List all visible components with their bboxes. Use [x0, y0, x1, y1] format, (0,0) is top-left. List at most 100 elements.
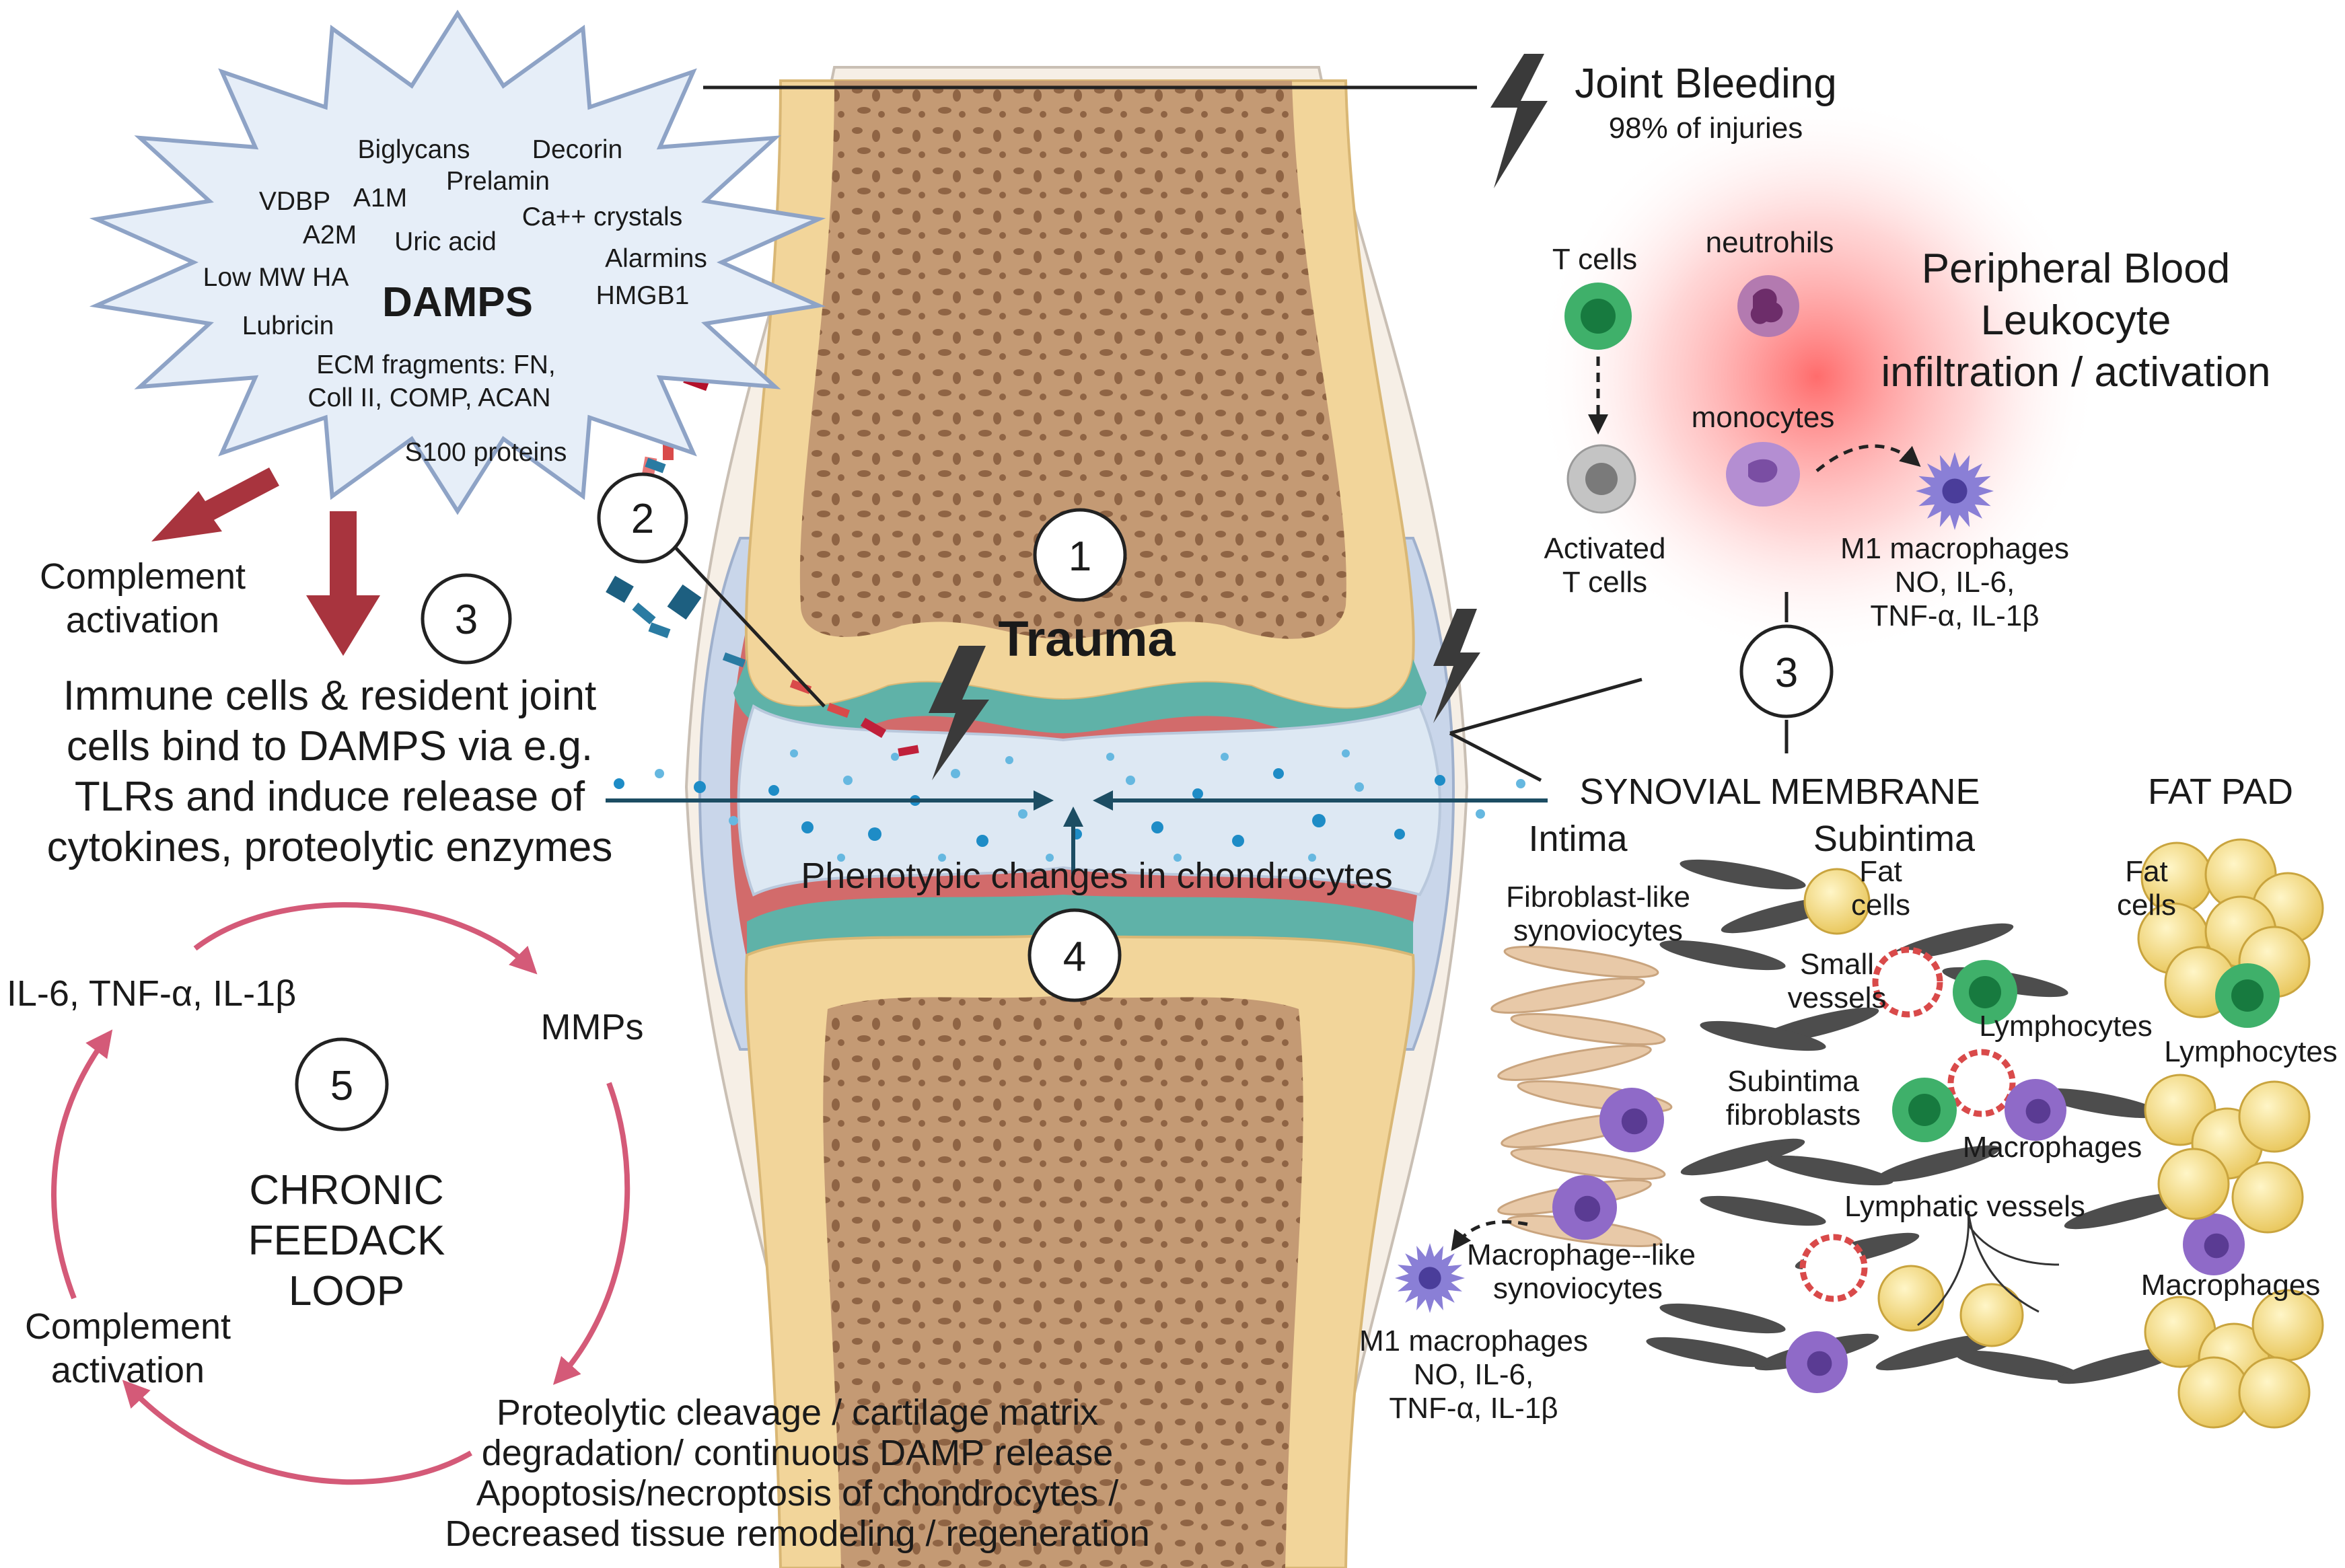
- connector-synovium-bottom: [1449, 731, 1542, 782]
- fluid-dot: [801, 821, 814, 833]
- macrophage-like-label: synoviocytes: [1493, 1272, 1663, 1305]
- fat-pad-cell: [2238, 1356, 2311, 1429]
- m1-macrophage-icon: [1916, 452, 1994, 530]
- loop-proteolytic: Decreased tissue remodeling / regenerati…: [445, 1514, 1150, 1554]
- fluid-dot: [1232, 835, 1244, 847]
- damps-item: VDBP: [259, 187, 330, 216]
- fibroblast-like-synoviocyte: [1503, 945, 1659, 979]
- subintima-fibroblast: [1875, 1333, 2000, 1371]
- m1-label: TNF-α, IL-1β: [1870, 599, 2039, 632]
- neutrophil-icon: [1737, 275, 1799, 337]
- damps-item: S100 proteins: [405, 438, 567, 467]
- damps-title: DAMPS: [382, 279, 533, 326]
- subintima-label: Subintima: [1813, 819, 1976, 859]
- small-vessel: [1872, 946, 1943, 1018]
- fluid-dot: [1046, 854, 1054, 862]
- synovial-title: SYNOVIAL MEMBRANE: [1579, 772, 1980, 812]
- knee-joint: [684, 66, 1469, 1568]
- neutrophils-label: neutrohils: [1706, 226, 1834, 259]
- fibroblast-like-label: synoviocytes: [1513, 914, 1683, 947]
- feedback-loop: IL-6, TNF-α, IL-1β MMPs 5 CHRONIC FEEDAC…: [7, 902, 1150, 1554]
- m1-label-synovial: M1 macrophages: [1359, 1324, 1588, 1357]
- fat-pad-cell: [2177, 1356, 2250, 1429]
- joint-bleeding-title: Joint Bleeding: [1575, 61, 1837, 107]
- complement-activation-top: activation: [66, 600, 219, 640]
- lymphocyte-nucleus: [1969, 976, 2001, 1008]
- fluid-dot: [1221, 753, 1229, 761]
- fibroblast-like-synoviocyte: [1510, 1147, 1666, 1181]
- fluid-dot: [655, 769, 664, 778]
- fatpad-fat-cells-label: cells: [2117, 889, 2176, 922]
- fluid-dot: [1106, 753, 1114, 761]
- macrophage-nucleus: [1418, 1267, 1441, 1290]
- damps-item: Coll II, COMP, ACAN: [308, 383, 550, 412]
- loop-mmps: MMPs: [541, 1007, 644, 1047]
- joint-bleeding-subtitle: 98% of injuries: [1609, 112, 1803, 145]
- fluid-dot: [729, 816, 738, 825]
- fatpad-fat-cells-label: Fat: [2125, 855, 2168, 888]
- fluid-dot: [868, 827, 881, 841]
- fluid-dot: [1126, 776, 1135, 785]
- small-vessel: [1799, 1234, 1868, 1302]
- subintima-fibroblast: [1955, 1350, 2082, 1381]
- blood-title: Peripheral Blood: [1922, 246, 2230, 292]
- lightning-icon-trauma: [929, 646, 989, 780]
- fibroblast-like-label: Fibroblast-like: [1506, 881, 1690, 913]
- femur-bone: [799, 81, 1346, 639]
- fluid-dot: [1273, 768, 1284, 779]
- immune-text-line: cells bind to DAMPS via e.g.: [67, 723, 593, 770]
- connector-step2: [672, 544, 826, 708]
- lymphocyte-nucleus: [1908, 1094, 1941, 1126]
- activated-t-cell-icon: [1566, 444, 1636, 514]
- damps-item: Uric acid: [394, 227, 497, 256]
- macrophages-label: Macrophages: [1963, 1131, 2142, 1164]
- subintima-fibroblast: [1680, 1138, 1805, 1176]
- fluid-dot: [938, 854, 946, 862]
- subintima-fibroblast: [1646, 1337, 1772, 1368]
- loop-proteolytic: degradation/ continuous DAMP release: [482, 1433, 1114, 1473]
- fibroblast-like-synoviocyte: [1497, 1045, 1652, 1081]
- macrophage-nucleus: [1621, 1108, 1648, 1135]
- phenotypic-label: Phenotypic changes in chondrocytes: [801, 856, 1393, 896]
- fluid-dot: [1394, 829, 1405, 839]
- damps-item: ECM fragments: FN,: [316, 350, 555, 379]
- damps-item: Alarmins: [605, 244, 707, 273]
- blood-title: infiltration / activation: [1881, 349, 2271, 396]
- loop-complement: Complement: [25, 1306, 231, 1347]
- subintima-fibroblasts-label: Subintima: [1727, 1065, 1859, 1098]
- damps-item: Ca++ crystals: [522, 202, 682, 231]
- monocytes-label: monocytes: [1692, 401, 1835, 434]
- m1-label-synovial: NO, IL-6,: [1414, 1358, 1534, 1391]
- immune-text-line: cytokines, proteolytic enzymes: [47, 824, 613, 870]
- loop-arrow-bottom: [122, 1380, 472, 1485]
- subintima-fibroblast: [1700, 1195, 1826, 1226]
- subintima-fibroblast: [1659, 940, 1786, 971]
- femur-articular-cartilage: [733, 659, 1427, 738]
- fluid-dot: [951, 769, 960, 778]
- fatpad-title: FAT PAD: [2148, 772, 2293, 812]
- macrophage-nucleus: [2025, 1098, 2051, 1124]
- damps-item: A1M: [353, 184, 407, 213]
- fat-cell: [1959, 1283, 2024, 1347]
- subintima-fibroblast: [1875, 1145, 2000, 1183]
- damps-item: Decorin: [532, 135, 622, 164]
- subintima-fibroblast: [1680, 859, 1806, 890]
- synovial-cells: [1395, 838, 2324, 1429]
- immune-text-line: TLRs and induce release of: [75, 774, 585, 820]
- macrophage-nucleus: [1574, 1195, 1601, 1222]
- connector-synovium-top: [1449, 677, 1643, 735]
- loop-arrow-right: [552, 1082, 630, 1385]
- arrow-damps-complement: [151, 468, 279, 542]
- damps-item: Lubricin: [242, 311, 334, 340]
- damps-starburst: [89, 9, 826, 515]
- macrophage-like-label: Macrophage--like: [1467, 1238, 1696, 1271]
- fluid-dot: [790, 749, 798, 757]
- step-3-label: 3: [455, 597, 478, 643]
- fat-pad-cell: [2157, 1148, 2230, 1220]
- step-3b-label: 3: [1775, 650, 1798, 696]
- loop-title: CHRONIC: [249, 1167, 443, 1214]
- fluid-dot: [1355, 782, 1364, 792]
- intima-label: Intima: [1528, 819, 1628, 859]
- macrophage-nucleus: [2204, 1233, 2229, 1259]
- fluid-dot: [1005, 756, 1013, 764]
